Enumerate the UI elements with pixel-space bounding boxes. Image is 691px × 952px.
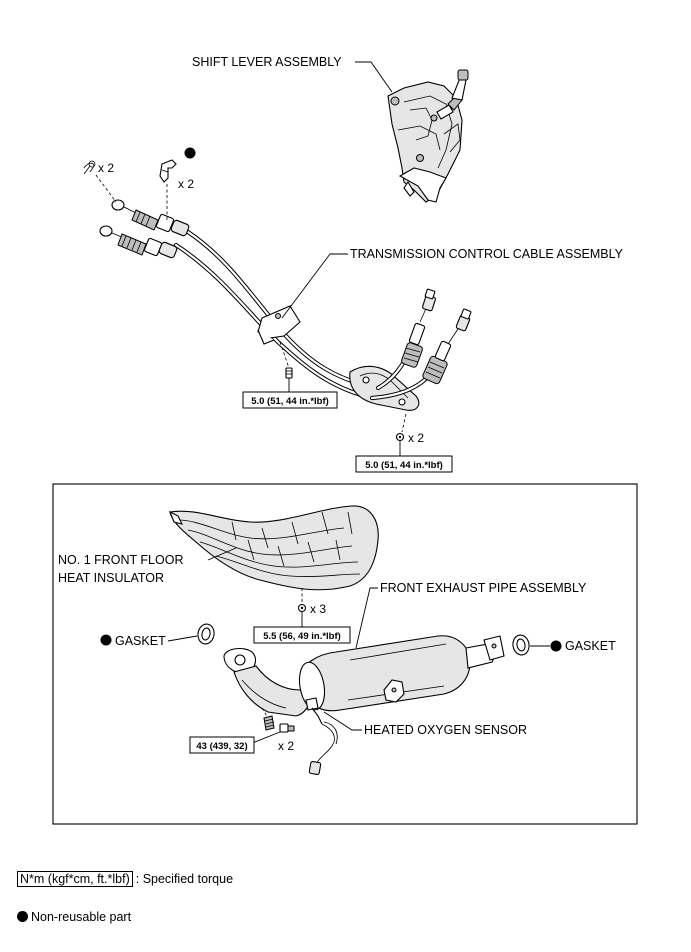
leader-heat-insulator: [207, 547, 237, 561]
transmission-cable-assembly: [99, 199, 472, 411]
torque-box-insulator: [253, 626, 351, 644]
heated-oxygen-sensor: [308, 707, 338, 776]
label-gasket-left: GASKET: [115, 634, 166, 648]
torque-insulator: 5.5 (56, 49 in.*lbf): [263, 631, 341, 642]
torque-box-nut: [355, 455, 453, 473]
heat-insulator: [168, 505, 379, 591]
leader-transmission-cable: [281, 253, 348, 319]
insulator-bolt-icon: [297, 603, 307, 613]
qty-insulator-bolt: x 3: [310, 602, 326, 616]
cable-connector-right: [369, 308, 472, 401]
torque-nut: 5.0 (51, 44 in.*lbf): [365, 460, 443, 471]
cable-connector-left: [375, 288, 436, 391]
non-reusable-mark-clip: [184, 147, 196, 159]
cable-bracket: [349, 365, 420, 411]
label-heat-insulator-2: HEAT INSULATOR: [58, 571, 164, 585]
cable-clamp: [257, 305, 301, 345]
label-exhaust-pipe: FRONT EXHAUST PIPE ASSEMBLY: [380, 581, 587, 595]
shift-lever-assembly: [387, 69, 469, 203]
bolt-dashline: [279, 341, 290, 369]
pin-dashline: [95, 174, 117, 203]
non-reusable-mark-gasket-left: [100, 634, 112, 646]
gasket-left: [197, 623, 215, 645]
label-oxygen-sensor: HEATED OXYGEN SENSOR: [364, 723, 527, 737]
legend-non-reusable: Non-reusable part: [17, 910, 131, 924]
label-transmission-cable: TRANSMISSION CONTROL CABLE ASSEMBLY: [350, 247, 624, 261]
non-reusable-icon: [17, 911, 28, 922]
legend-non-reusable-text: Non-reusable part: [31, 910, 132, 924]
nut-icon: [395, 432, 405, 442]
leader-oxygen-sensor: [323, 711, 362, 731]
leader-exhaust-pipe: [355, 587, 378, 649]
non-reusable-mark-gasket-right: [550, 640, 562, 652]
leader-torque-pipe: [249, 731, 281, 745]
legend-torque: N*m (kgf*cm, ft.*lbf): Specified torque: [17, 871, 234, 887]
leader-gasket-left: [167, 635, 198, 642]
bolt-icon: [285, 367, 293, 379]
cable-end-upper: [111, 199, 190, 237]
torque-pipe: 43 (439, 32): [196, 741, 247, 752]
pin-icon: [83, 160, 96, 175]
qty-pipe-bolt: x 2: [278, 739, 294, 753]
inset-exhaust-frame: [52, 483, 638, 825]
pipe-bolt-dashline: [261, 707, 269, 719]
label-gasket-right: GASKET: [565, 639, 616, 653]
gasket-right: [512, 634, 530, 656]
label-shift-lever: SHIFT LEVER ASSEMBLY: [192, 55, 342, 69]
torque-box-pipe: [189, 736, 255, 754]
qty-pin: x 2: [98, 161, 114, 175]
label-heat-insulator-1: NO. 1 FRONT FLOOR: [58, 553, 183, 567]
legend-torque-unit: N*m (kgf*cm, ft.*lbf): [17, 871, 133, 887]
qty-nut: x 2: [408, 431, 424, 445]
clip-icon: [159, 159, 177, 183]
leader-shift-lever: [355, 61, 393, 93]
torque-bracket: 5.0 (51, 44 in.*lbf): [251, 396, 329, 407]
nut-dashline: [401, 413, 407, 433]
legend-torque-desc: : Specified torque: [135, 872, 234, 886]
qty-clip: x 2: [178, 177, 194, 191]
torque-box-bracket: [242, 391, 338, 409]
cable-end-lower: [99, 225, 178, 259]
front-exhaust-pipe: [223, 635, 505, 717]
pipe-bolt-icon: [263, 715, 295, 733]
